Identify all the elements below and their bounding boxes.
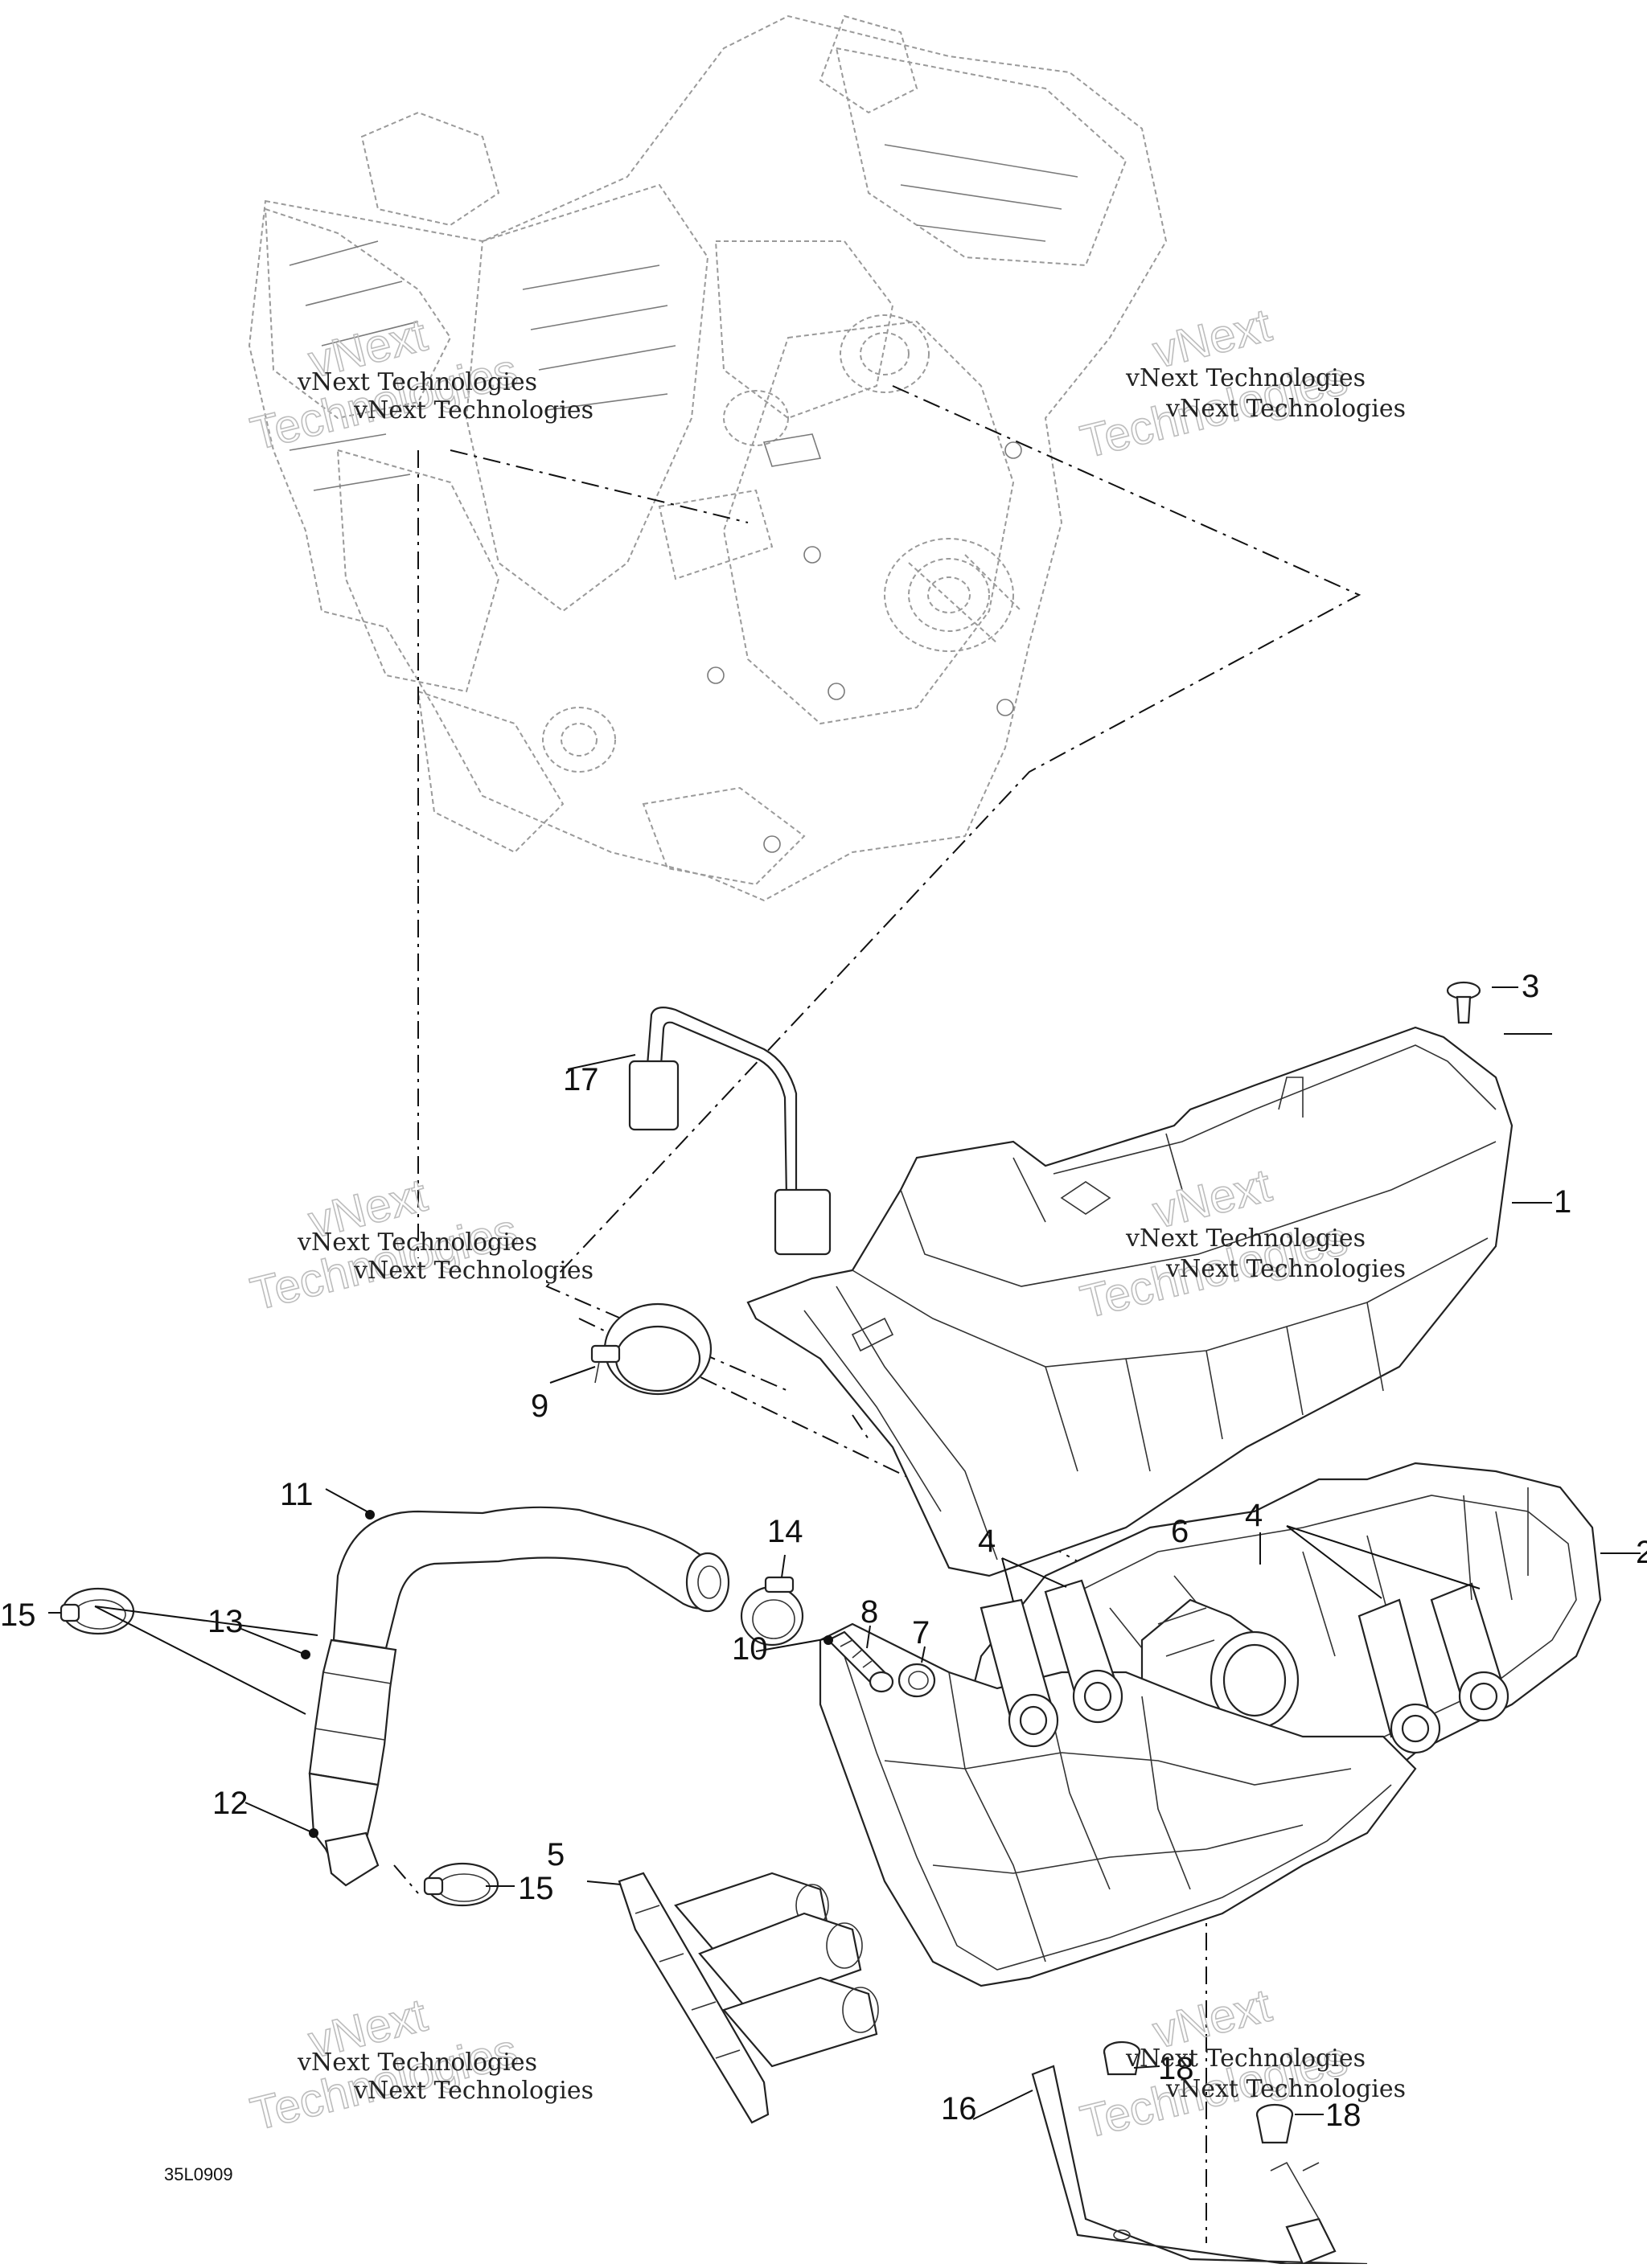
callout-numbers: 3 1 2 17 9 11 13 12 15 15 14 8 7 6 4 4 1… [0,969,1647,2133]
part-18-foot-lower [1255,2103,1294,2144]
watermark-middle-left: vNext Technologies vNext Technologies vN… [245,1168,593,1322]
watermark-top-left: vNext Technologies vNext Technologies vN… [245,308,593,461]
callout-12: 12 [212,1786,248,1821]
callout-18-upper: 18 [1158,2051,1194,2086]
part-11-hose [332,1506,730,1650]
part-3-screw [1446,981,1481,1024]
part-9-clamp [590,1302,713,1396]
callout-6: 6 [1171,1514,1189,1549]
callout-15-lower: 15 [518,1871,554,1906]
callout-15-upper: 15 [0,1597,36,1633]
svg-text:vNext Technologies: vNext Technologies [1165,1255,1406,1283]
engine-ghost-illustration [248,14,1168,902]
watermark-top-right: vNext Technologies vNext Technologies vN… [1075,298,1406,470]
callout-7: 7 [912,1615,930,1651]
part-4-tubes-right [1357,1487,1529,1754]
part-13-filter [308,1638,397,1786]
svg-text:vNext Technologies: vNext Technologies [1125,1224,1366,1253]
callout-8: 8 [860,1594,878,1630]
callout-18-lower: 18 [1325,2098,1362,2133]
svg-text:vNext Technologies: vNext Technologies [1125,2044,1366,2073]
callout-4-right: 4 [1245,1498,1263,1533]
part-17-strap [628,1006,832,1256]
part-15-clamp-lower [423,1862,499,1907]
part-14-clamp [740,1576,804,1647]
svg-text:vNext Technologies: vNext Technologies [1165,395,1406,423]
svg-text:vNext Technologies: vNext Technologies [297,1228,537,1257]
callout-5: 5 [547,1837,565,1872]
drawing-code: 35L0909 [164,2164,233,2184]
part-18-foot-upper [1103,2040,1141,2076]
callout-1: 1 [1554,1184,1571,1220]
svg-text:vNext Technologies: vNext Technologies [1165,2075,1406,2103]
svg-text:vNext Technologies: vNext Technologies [297,368,537,396]
callout-11: 11 [280,1477,314,1512]
svg-text:vNext Technologies: vNext Technologies [353,2077,593,2105]
watermark-bottom-left: vNext Technologies vNext Technologies vN… [245,1988,593,2142]
part-8-fitting [827,1630,894,1693]
callout-16: 16 [941,2091,977,2127]
part-15-clamp-upper [60,1587,135,1635]
svg-text:vNext Technologies: vNext Technologies [1125,364,1366,392]
svg-text:vNext Technologies: vNext Technologies [353,1257,593,1285]
part-16-bracket [1031,2065,1368,2266]
callout-17: 17 [563,1062,599,1097]
callout-13: 13 [207,1604,244,1639]
part-7-grommet [897,1663,936,1698]
callout-3: 3 [1522,969,1539,1004]
part-12-elbow [308,1772,380,1887]
part-4-tubes-center [980,1579,1123,1748]
callout-9: 9 [531,1388,548,1424]
callout-4-center: 4 [978,1524,996,1559]
callout-14: 14 [767,1514,803,1549]
part-1-airbox-cover [746,1026,1514,1577]
callout-10: 10 [732,1631,768,1667]
svg-text:vNext Technologies: vNext Technologies [297,2049,537,2077]
part-5-filter-element [618,1872,879,2124]
callout-2: 2 [1636,1535,1647,1570]
callout-leader-lines [48,986,1641,2120]
svg-text:vNext Technologies: vNext Technologies [353,396,593,424]
